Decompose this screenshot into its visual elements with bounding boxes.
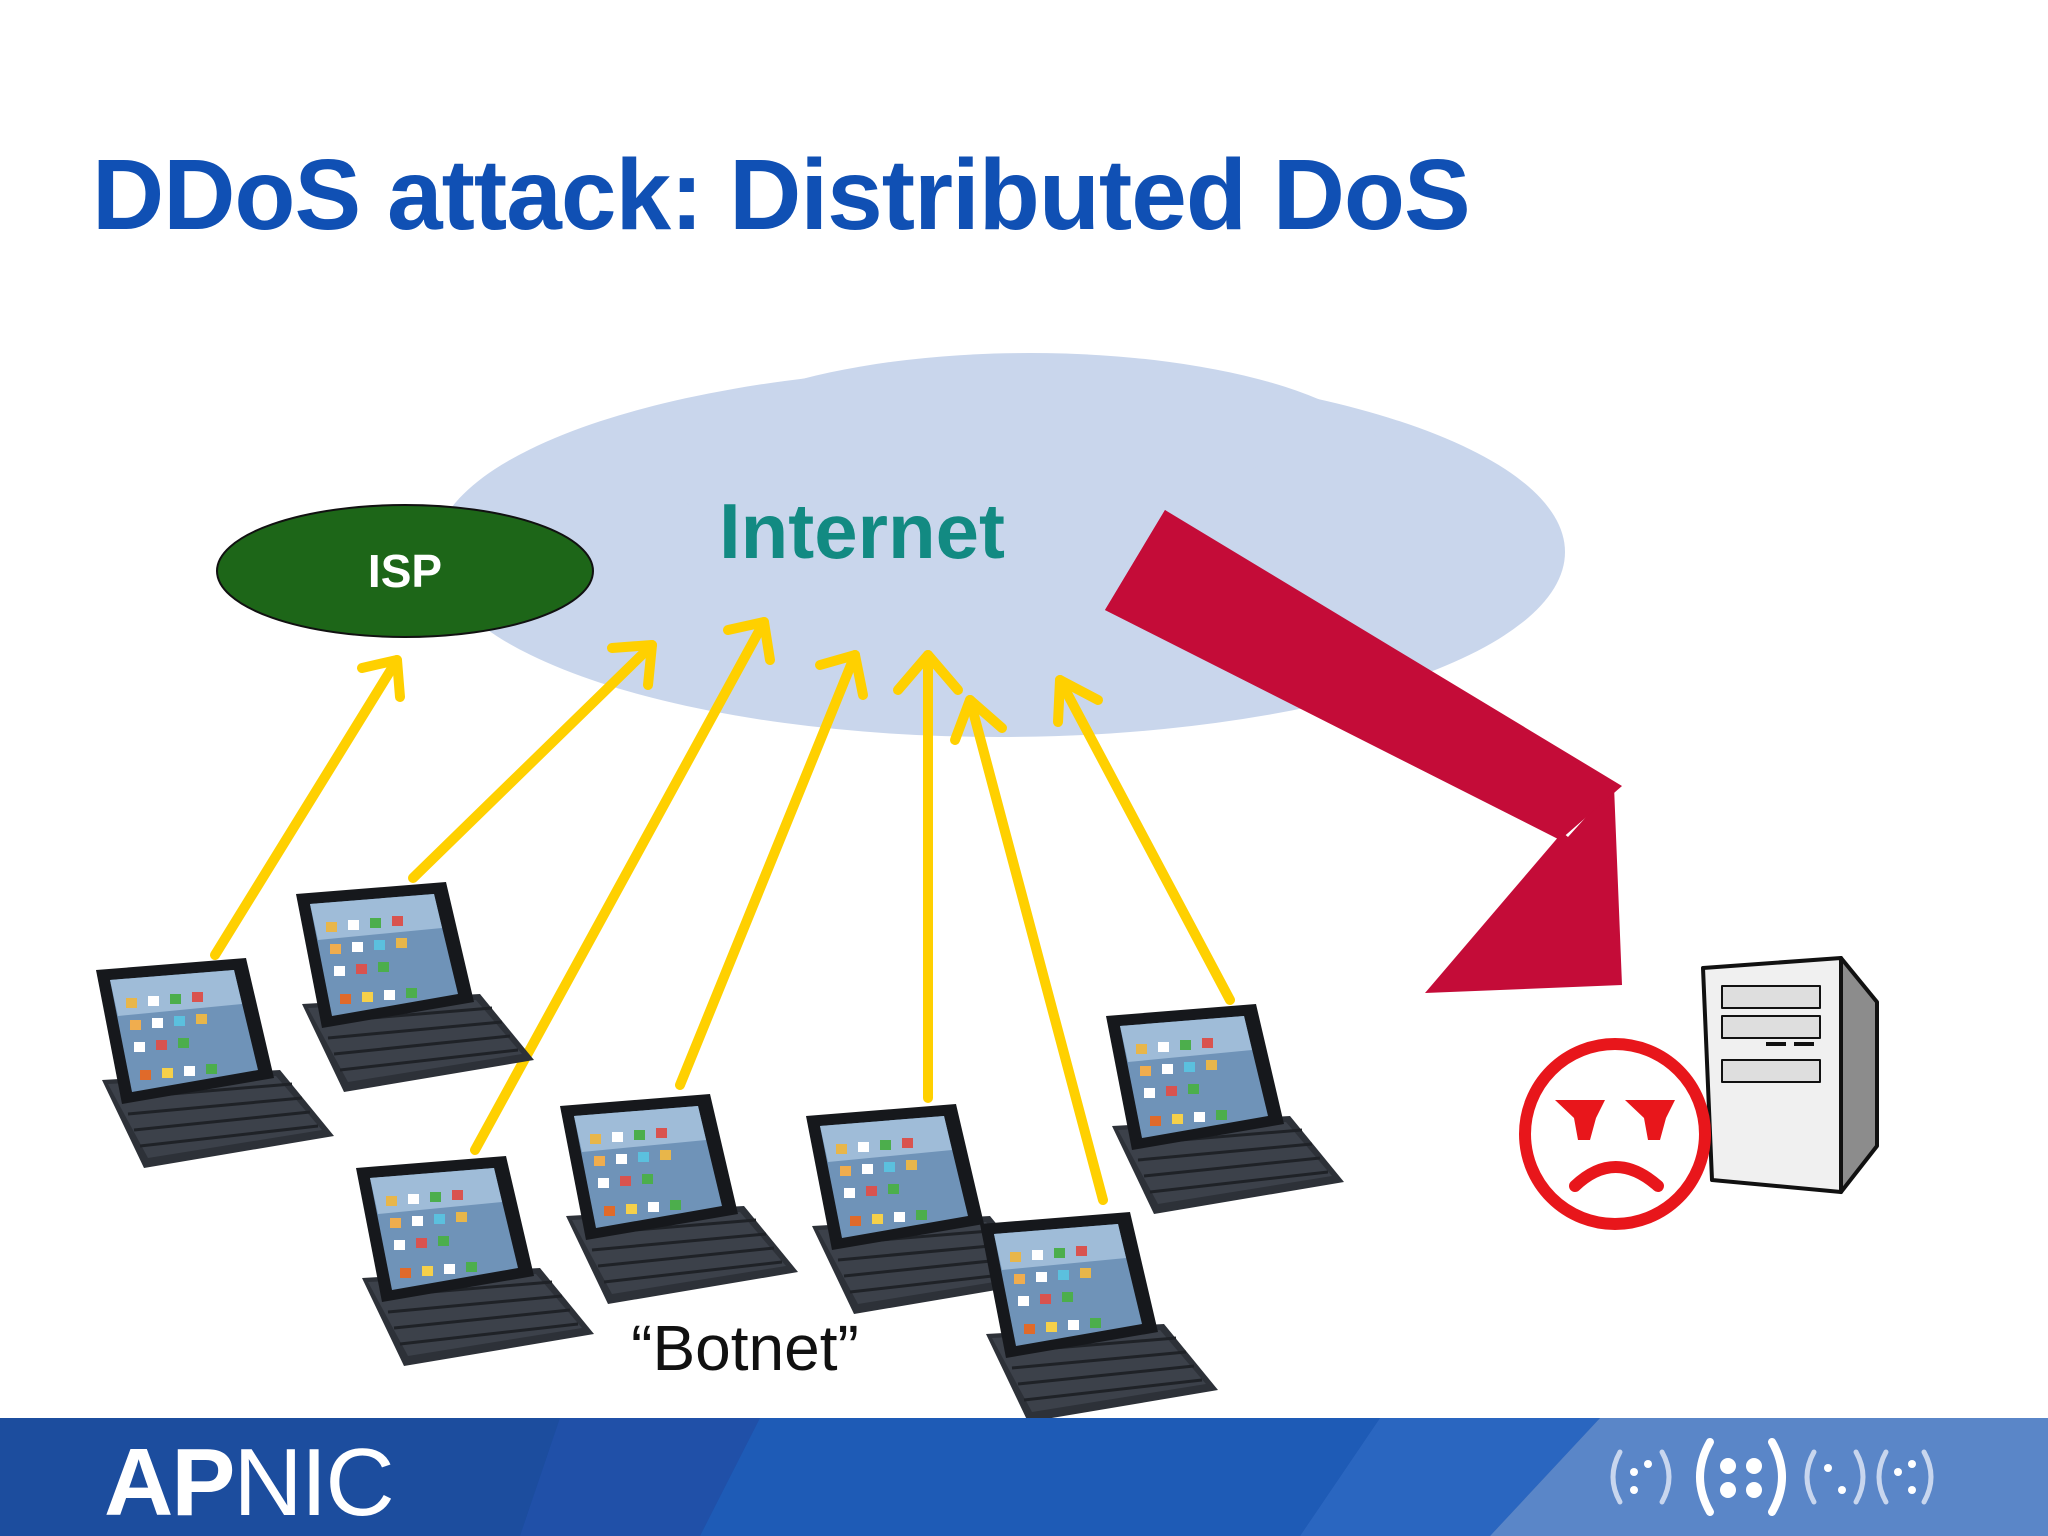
bot-laptop-icon — [94, 956, 336, 1170]
bot-laptop-icon — [294, 880, 536, 1094]
arrow-to-isp — [210, 655, 402, 960]
server-tower-icon — [1701, 956, 1879, 1194]
bot-laptop-icon — [1104, 1002, 1346, 1216]
bot-laptop-icon — [978, 1210, 1220, 1424]
bot-laptop-icon — [558, 1092, 800, 1306]
sad-face-icon — [1519, 1038, 1711, 1230]
isp-label: ISP — [368, 545, 442, 597]
internet-label: Internet — [719, 487, 1005, 575]
botnet-label: “Botnet” — [631, 1312, 859, 1384]
slide-title: DDoS attack: Distributed DoS — [92, 139, 1471, 251]
arrow-bot-2 — [408, 640, 657, 883]
bot-laptop-icon — [354, 1154, 596, 1368]
logo-nic: NIC — [233, 1429, 394, 1536]
footer-bar: APNIC — [0, 1418, 2048, 1536]
braille-pattern-logo — [1610, 1438, 1934, 1516]
arrow-bot-7 — [1055, 675, 1235, 1005]
arrow-bot-3 — [470, 617, 769, 1155]
logo-ap: AP — [104, 1429, 235, 1536]
arrow-bot-6 — [965, 695, 1108, 1205]
arrow-bot-4 — [675, 650, 860, 1090]
isp-node — [216, 504, 594, 638]
footer-stripes — [0, 1418, 2048, 1536]
apnic-logo: APNIC — [104, 1428, 395, 1536]
botnet-traffic-arrows — [210, 617, 1235, 1205]
